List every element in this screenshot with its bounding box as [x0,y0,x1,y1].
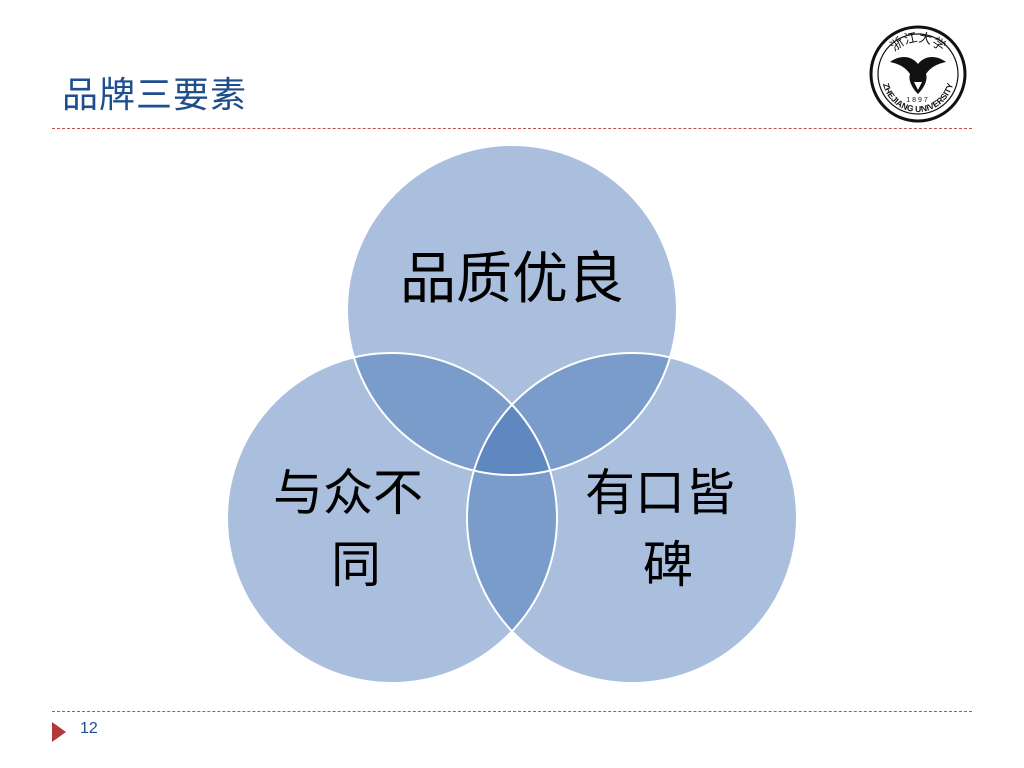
header-divider [52,128,972,129]
footer-divider [52,711,972,712]
label-right: 有口皆 碑 [585,464,751,594]
footer-triangle-icon [52,722,66,742]
label-left-line-2: 同 [331,536,381,594]
label-left-line-1: 与众不 [273,464,423,522]
label-top: 品质优良 [400,247,624,312]
overlap-top-left [347,353,557,475]
university-logo-icon: 浙江大学 ZHEJIANG UNIVERSITY 1897 [869,25,967,123]
page-number: 12 [80,720,98,737]
overlap-top-right [467,353,677,475]
slide-title: 品牌三要素 [62,75,248,116]
label-top-line-1: 品质优良 [400,247,624,312]
logo-year: 1897 [906,97,930,104]
label-right-line-1: 有口皆 [585,464,735,522]
label-right-line-2: 碑 [643,536,693,594]
label-left: 与众不 同 [273,464,439,594]
